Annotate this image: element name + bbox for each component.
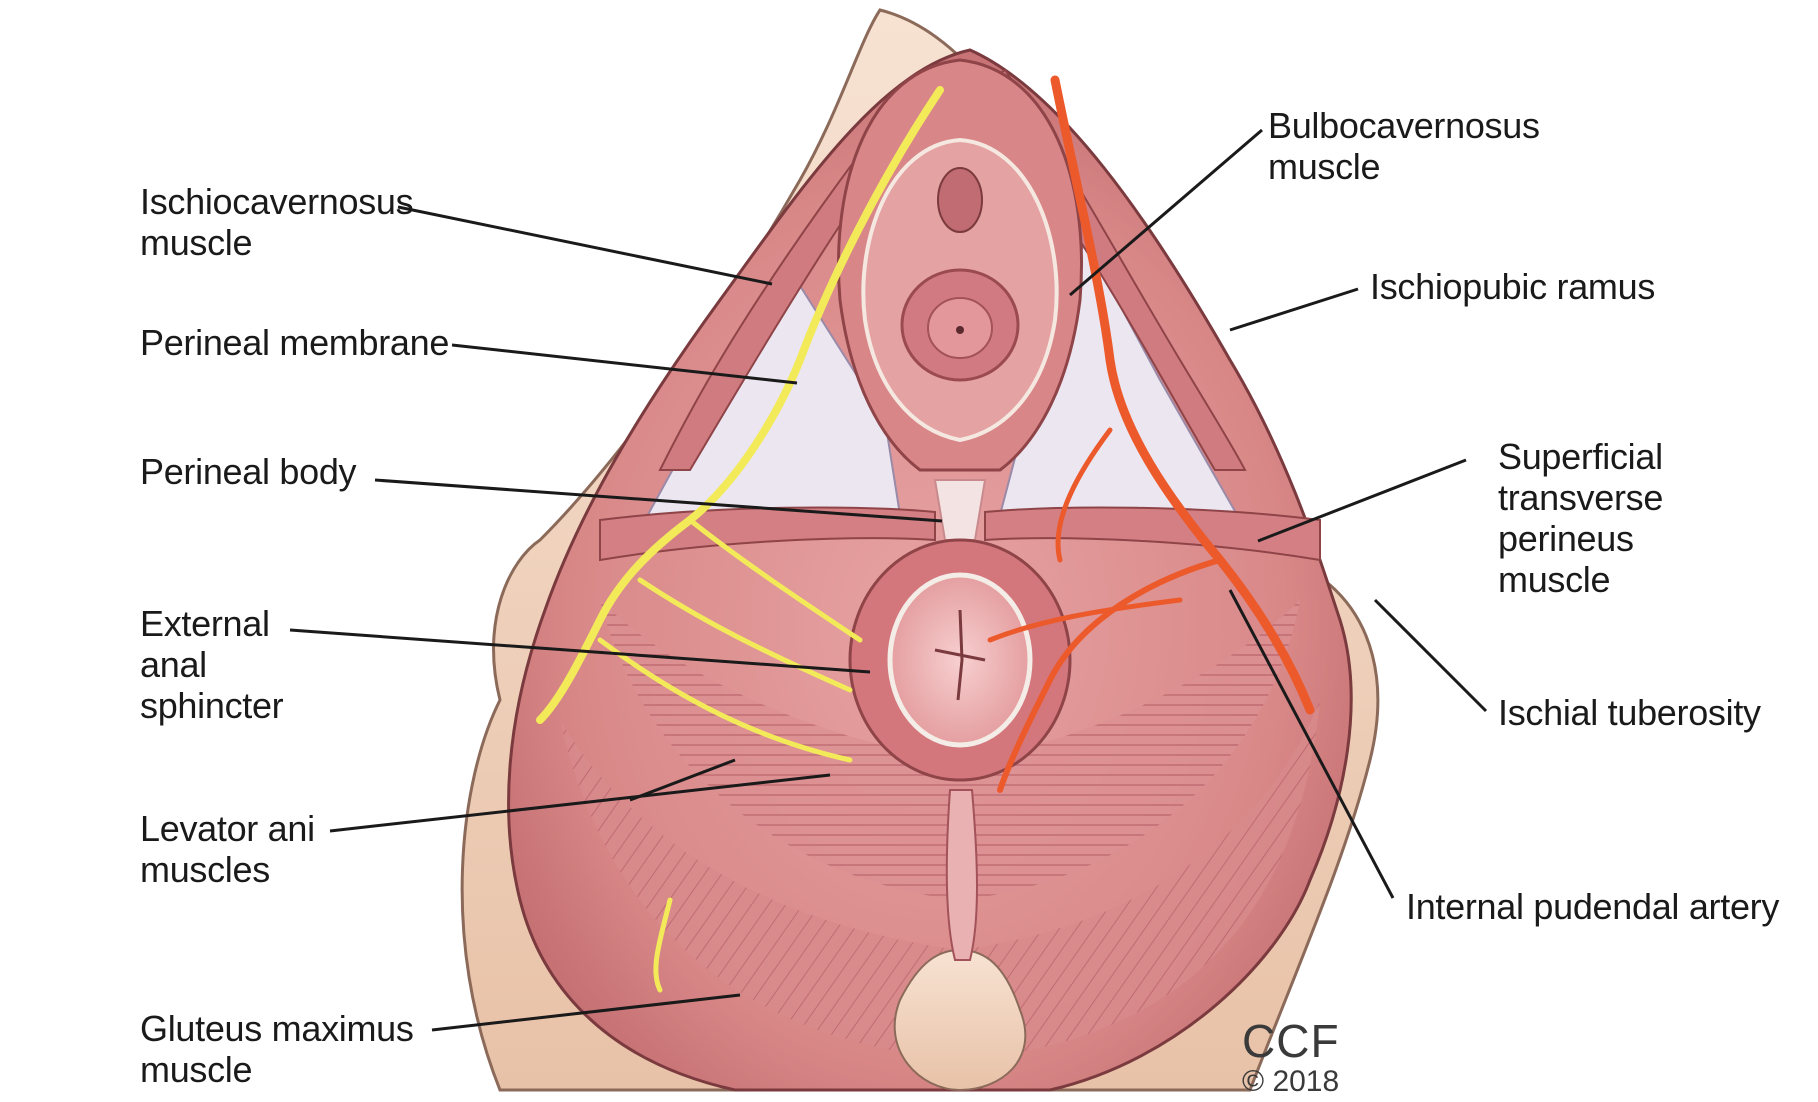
label-ischiocavernosus-muscle: Ischiocavernosus muscle [140,181,414,263]
leader-ischiocavernosus [397,205,773,286]
natal-cleft [893,789,1027,1092]
leader-gluteus-maximus [431,993,741,1032]
internal-pudendal-artery [987,75,1315,793]
credit-year: © 2018 [1242,1065,1340,1098]
perineal-body [933,479,987,541]
leader-perineal-body [374,478,943,523]
label-ischial-tuberosity: Ischial tuberosity [1498,692,1761,733]
leader-ischial-tuberosity [1373,598,1488,713]
leader-perineal-membrane [451,343,798,385]
leader-internal-pudendal-artery [1228,589,1395,899]
leader-superficial-transverse [1257,458,1467,543]
gluteus-maximus-muscle [560,700,1320,1060]
label-ischiopubic-ramus: Ischiopubic ramus [1370,266,1656,307]
leader-levator-ani-2 [629,758,736,802]
label-bulbocavernosus-muscle: Bulbocavernosus muscle [1268,105,1540,187]
label-perineal-body: Perineal body [140,451,357,492]
credit-logo: CCF [1242,1015,1340,1067]
leader-bulbocavernosus [1069,128,1263,297]
bulbocavernosus-muscle [837,58,1083,472]
label-perineal-membrane: Perineal membrane [140,322,450,363]
leader-levator-ani [329,773,831,833]
leader-lines [289,128,1488,1032]
label-superficial-transverse-perineus-muscle: Superficial transverse perineus muscle [1498,436,1664,600]
pudendal-nerve [536,86,944,993]
label-internal-pudendal-artery: Internal pudendal artery [1406,886,1780,927]
levator-ani-muscles [600,600,1300,900]
label-gluteus-maximus-muscle: Gluteus maximus muscle [140,1008,414,1090]
label-external-anal-sphincter: External anal sphincter [140,603,284,726]
label-levator-ani-muscles: Levator ani muscles [140,808,315,890]
leader-ischiopubic-ramus [1229,287,1359,332]
leader-external-anal-sphincter [289,628,871,674]
external-anal-sphincter [848,538,1072,782]
